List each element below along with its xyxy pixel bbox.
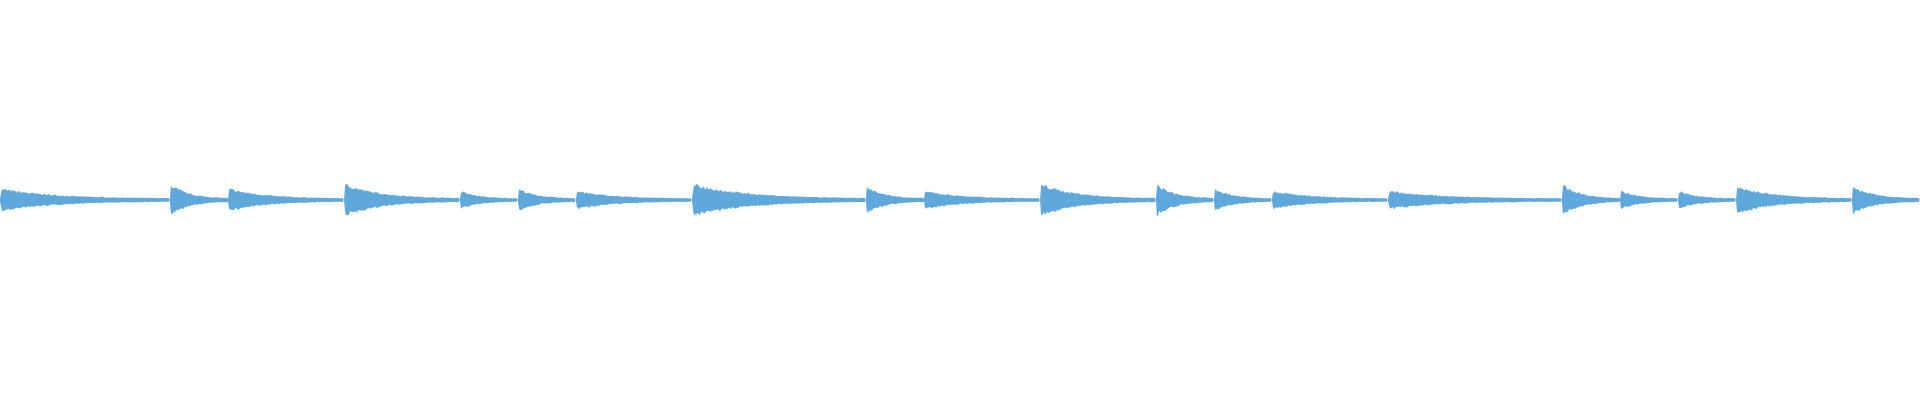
waveform-segment [1620,190,1678,210]
waveform-segment [1852,187,1919,214]
waveform-segment [1272,190,1387,210]
waveform-segment [1040,184,1156,216]
waveform-segment [169,185,228,215]
waveform-segment [1678,191,1736,209]
waveform-segment [0,188,169,212]
waveform-segment [1156,184,1213,216]
waveform-segment [228,188,344,211]
waveform-segment [924,191,1040,209]
waveform-segment [344,183,460,216]
waveform-segment [692,183,865,217]
waveform-segment [1388,191,1561,210]
waveform-segment [865,185,924,214]
waveform-segment [1561,184,1620,215]
waveform-segment [576,191,691,210]
waveform-segment [460,191,517,209]
waveform-segment [518,189,575,211]
waveform-segment [1736,186,1852,213]
waveform-segment [1214,188,1271,211]
